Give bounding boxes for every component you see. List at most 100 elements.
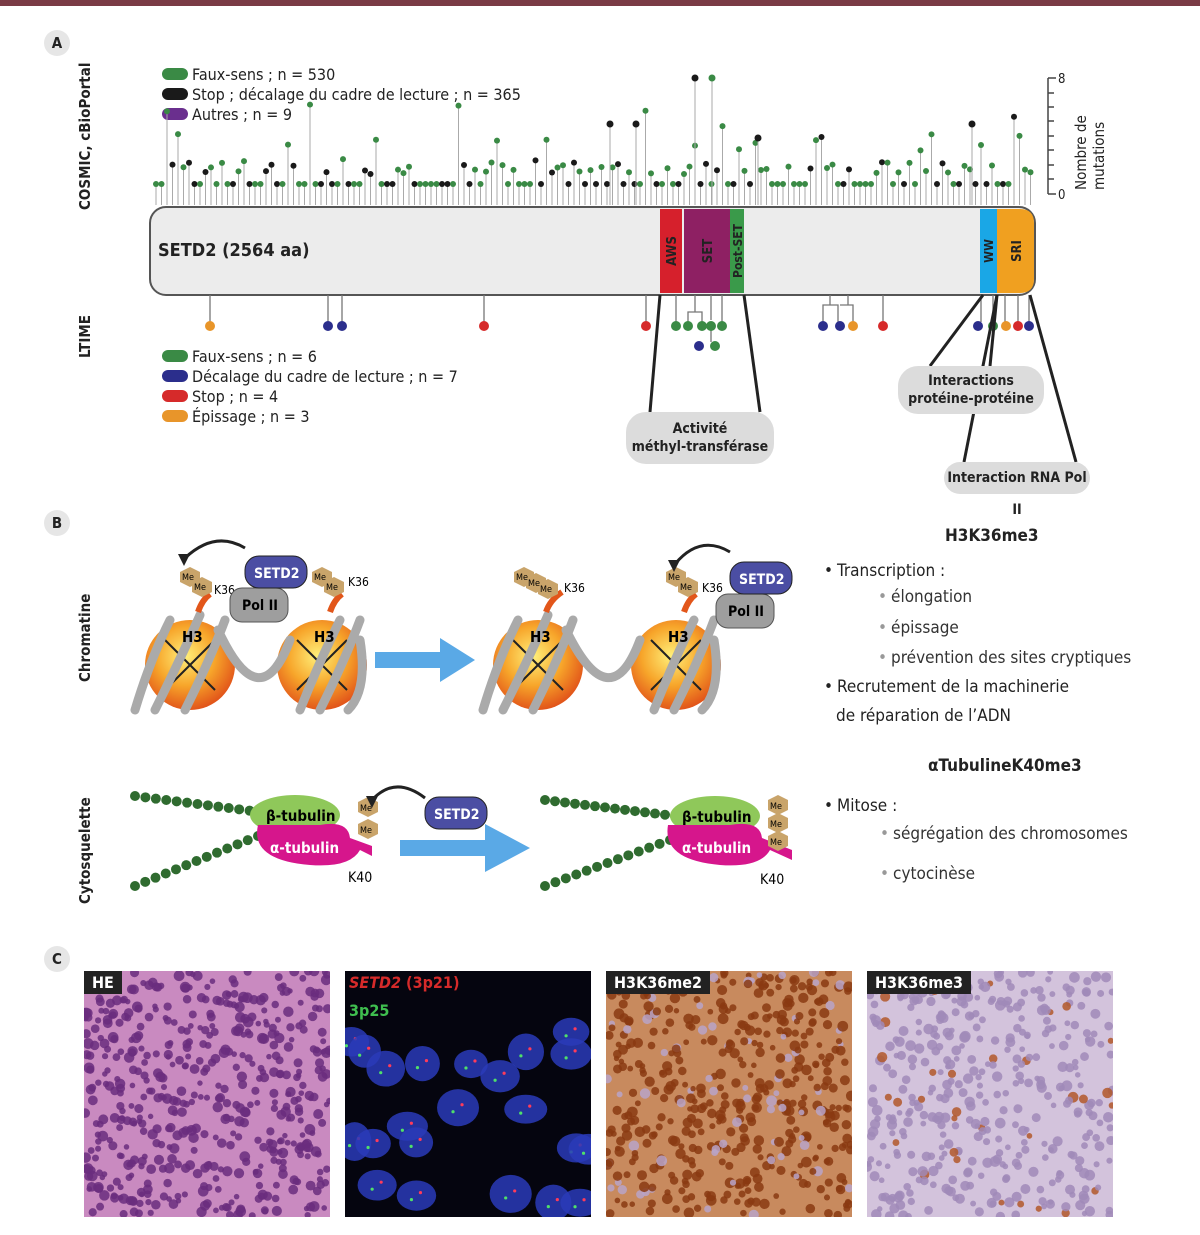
cell-nucleus bbox=[187, 1127, 193, 1133]
lollipop-head bbox=[598, 163, 605, 170]
microtubule-after bbox=[540, 795, 680, 891]
tubulin-k40me3-title: αTubulineK40me3 bbox=[928, 756, 1082, 776]
cell-nucleus bbox=[86, 1181, 97, 1192]
tubulin-bead bbox=[191, 856, 202, 866]
cell-nucleus bbox=[837, 1020, 849, 1032]
lollipop-head bbox=[362, 167, 368, 174]
cell-nucleus bbox=[84, 1108, 91, 1118]
cell-nucleus bbox=[757, 1154, 764, 1161]
cell-nucleus bbox=[1106, 1157, 1113, 1164]
cell-nucleus bbox=[87, 1147, 95, 1154]
lollipop-head bbox=[791, 181, 797, 187]
cell-nucleus bbox=[134, 1104, 144, 1114]
cell-nucleus bbox=[818, 1053, 825, 1060]
cell-nucleus bbox=[179, 1099, 188, 1108]
cell-nucleus bbox=[665, 1018, 675, 1027]
cell-nucleus bbox=[220, 1084, 229, 1094]
cell-nucleus bbox=[271, 1099, 278, 1106]
cell-nucleus bbox=[780, 1033, 787, 1040]
cell-nucleus bbox=[313, 1109, 324, 1120]
cell-nucleus bbox=[1066, 991, 1073, 998]
cell-nucleus bbox=[825, 1000, 835, 1011]
cell-nucleus bbox=[707, 1035, 718, 1046]
cell-nucleus bbox=[163, 1016, 172, 1025]
lollipop-head bbox=[571, 159, 577, 166]
axis-title-line2: mutations bbox=[1090, 122, 1108, 190]
cell-nucleus bbox=[209, 978, 216, 984]
lollipop-head bbox=[1016, 132, 1023, 139]
cell-nucleus bbox=[835, 1038, 843, 1045]
chromatin-side-label: Chromatine bbox=[76, 593, 94, 682]
cell-nucleus bbox=[1012, 1080, 1020, 1087]
methyltransferase-callout: Activité méthyl-transférase bbox=[626, 412, 774, 464]
cell-nucleus bbox=[117, 1048, 125, 1055]
cell-nucleus bbox=[976, 1035, 984, 1043]
cell-nucleus bbox=[99, 1190, 110, 1201]
cell-nucleus bbox=[188, 1010, 197, 1019]
tubulin-bead bbox=[171, 864, 181, 875]
cell-nucleus bbox=[929, 1068, 937, 1076]
h3k36me2-label: H3K36me2 bbox=[606, 971, 711, 994]
cell-nucleus bbox=[1021, 1145, 1030, 1154]
tubulin-bead bbox=[234, 804, 245, 815]
cell-nucleus bbox=[905, 1040, 916, 1051]
cell-nucleus bbox=[906, 1189, 914, 1197]
cell-nucleus bbox=[248, 1212, 256, 1217]
cell-nucleus bbox=[766, 1105, 776, 1114]
cell-nucleus bbox=[1042, 1154, 1049, 1161]
cell-nucleus bbox=[999, 1161, 1006, 1168]
cell-nucleus bbox=[819, 1007, 830, 1019]
cell-nucleus bbox=[101, 1053, 109, 1060]
cell-nucleus bbox=[800, 1032, 808, 1040]
cell-nucleus bbox=[320, 1038, 327, 1045]
cell-nucleus bbox=[967, 1156, 977, 1166]
legend-item: Stop ; décalage du cadre de lecture ; n … bbox=[162, 84, 521, 104]
lollipop-head bbox=[532, 157, 539, 164]
cell-nucleus bbox=[254, 1099, 261, 1106]
cell-nucleus bbox=[737, 1056, 744, 1063]
cell-nucleus bbox=[643, 1001, 654, 1012]
cell-nucleus bbox=[289, 1175, 299, 1185]
cell-nucleus bbox=[137, 1156, 147, 1166]
splicing-item: épissage bbox=[878, 618, 959, 638]
cell-nucleus bbox=[159, 1192, 169, 1201]
cell-nucleus bbox=[1080, 1052, 1089, 1061]
cell-nucleus bbox=[683, 1039, 690, 1046]
cell-nucleus bbox=[634, 1126, 646, 1138]
cell-nucleus bbox=[944, 1031, 954, 1041]
cell-nucleus bbox=[744, 1025, 756, 1036]
cell-nucleus bbox=[731, 1078, 741, 1088]
cell-nucleus bbox=[617, 1185, 627, 1195]
cell-nucleus bbox=[794, 1054, 805, 1065]
lollipop-head bbox=[505, 181, 511, 187]
cell-nucleus bbox=[92, 1154, 99, 1162]
cell-nucleus bbox=[304, 1153, 311, 1160]
cell-nucleus bbox=[831, 1144, 839, 1153]
cell-nucleus bbox=[924, 1206, 933, 1215]
cell-nucleus bbox=[937, 1011, 947, 1021]
cell-nucleus bbox=[298, 1090, 305, 1097]
cell-nucleus bbox=[965, 1116, 974, 1124]
cell-nucleus bbox=[751, 1062, 757, 1069]
rna-pol-callout: Interaction RNA Pol II bbox=[944, 462, 1090, 518]
cell-nucleus bbox=[975, 1074, 982, 1081]
callout-line2: méthyl-transférase bbox=[631, 439, 769, 455]
mitosis-item: Mitose : bbox=[824, 796, 897, 816]
cell-nucleus bbox=[789, 1133, 796, 1140]
cell-nucleus bbox=[897, 995, 904, 1002]
k36-label: K36 bbox=[214, 583, 235, 597]
cell-nucleus bbox=[1085, 1108, 1093, 1117]
cell-nucleus bbox=[175, 1055, 184, 1065]
fish-green-signal bbox=[409, 1198, 414, 1202]
cell-nucleus bbox=[314, 1150, 322, 1158]
cell-nucleus bbox=[754, 1182, 764, 1192]
pol-ii-label: Pol II bbox=[728, 604, 764, 620]
fish-red-signal bbox=[367, 1046, 371, 1050]
cell-nucleus bbox=[833, 1210, 843, 1217]
cell-nucleus bbox=[696, 1083, 706, 1094]
mutation-lollipops bbox=[153, 74, 1034, 205]
cell-nucleus bbox=[606, 1074, 612, 1084]
stop-swatch bbox=[162, 390, 188, 402]
cell-nucleus bbox=[652, 1007, 662, 1016]
legend-label: Décalage du cadre de lecture ; n = 7 bbox=[192, 366, 458, 386]
